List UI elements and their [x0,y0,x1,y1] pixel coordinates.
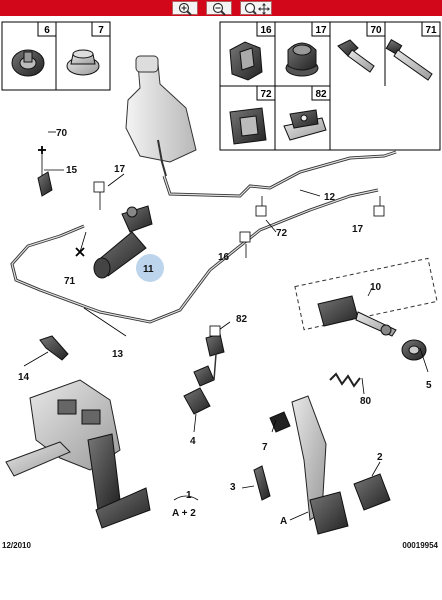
fluid-reservoir [125,55,197,177]
part-14-bracket [39,335,69,361]
callout-5: 5 [426,380,432,391]
part-6-clip [11,49,45,77]
part-3-spring [253,465,271,501]
cross-marks [38,146,85,257]
inset-label-7: 7 [98,25,104,36]
inset-label-70: 70 [370,25,382,36]
zoom-out-icon [212,2,226,16]
part-72-clip [229,107,267,145]
part-70-screw [337,39,375,73]
inset-left: 6 7 [1,21,111,91]
callout-12: 12 [324,192,336,203]
zoom-pan-icon [244,2,270,15]
callout-2: 2 [377,452,383,463]
inset-label-71: 71 [425,25,437,36]
callout-82: 82 [236,314,248,325]
inset-label-72: 72 [260,89,272,100]
footer-reference: 00019954 [402,541,438,550]
callout-boxes [93,181,385,337]
part-2-pedal-pad [353,473,391,511]
toolbar [0,0,442,16]
inset-right: 16 17 70 71 72 82 [219,21,441,151]
part-10-master-cylinder [317,295,397,337]
inset-label-6: 6 [44,25,50,36]
zoom-out-button[interactable] [206,1,232,16]
highlight-circle-11 [136,254,164,282]
part-71-bolt [385,38,433,81]
footer-date: 12/2010 [2,541,31,550]
zoom-pan-button[interactable] [240,1,272,15]
callout-16: 16 [218,252,230,263]
inset-label-16: 16 [260,25,272,36]
part-4-switch [183,365,215,415]
callout-13: 13 [112,349,124,360]
callout-10: 10 [370,282,382,293]
master-cylinder-outline [294,257,438,331]
callout-3: 3 [230,482,236,493]
part-17-grommet [285,42,319,77]
pipe-13 [10,188,379,324]
part-a-clutch-pedal [269,395,349,535]
callout-a-plus-2: A + 2 [172,508,196,519]
callout-7: 7 [262,442,268,453]
zoom-in-icon [178,2,192,16]
part-15-clip [37,171,53,197]
callout-11: 11 [143,264,154,275]
callout-15: 15 [66,165,78,176]
part-5-seal [401,339,427,361]
part-7-nut [66,49,100,76]
callout-17-top: 17 [114,164,126,175]
zoom-in-button[interactable] [172,1,198,16]
callout-80: 80 [360,396,372,407]
part-82-clip [283,109,327,141]
callout-a: A [280,516,287,527]
callout-72: 72 [276,228,288,239]
inset-label-82: 82 [315,89,327,100]
callout-17-right: 17 [352,224,364,235]
pipe-12 [162,150,397,198]
callout-1: 1 [186,490,192,501]
group-bracket [173,495,199,501]
callout-4: 4 [190,436,196,447]
inset-label-17: 17 [315,25,327,36]
callout-70: 70 [56,128,68,139]
pedal-bracket [5,379,151,529]
part-16-clip [229,41,263,81]
callout-71: 71 [64,276,76,287]
part-80-spring [329,372,361,388]
callout-14: 14 [18,372,30,383]
part-11-slave-cylinder [93,205,153,279]
